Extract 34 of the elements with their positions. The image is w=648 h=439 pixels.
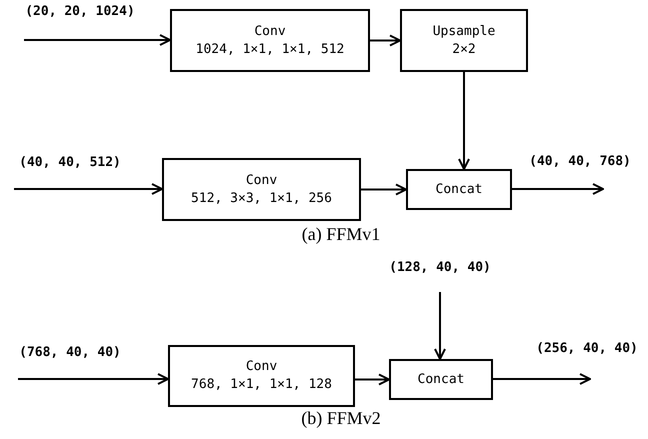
box-text: 768, 1×1, 1×1, 128 (191, 376, 332, 394)
box-text: 512, 3×3, 1×1, 256 (191, 190, 332, 208)
arrow (512, 183, 604, 195)
box-text: Conv (246, 172, 278, 190)
figure-caption: (b) FFMv2 (301, 408, 381, 429)
arrow (24, 34, 171, 46)
box-text: 1024, 1×1, 1×1, 512 (196, 40, 344, 58)
box-text: Upsample (432, 22, 496, 40)
box-text: 2×2 (452, 40, 476, 58)
arrow (493, 373, 591, 385)
edge-label: (20, 20, 1024) (25, 4, 135, 19)
edge-label: (768, 40, 40) (19, 345, 121, 360)
process-box (170, 9, 370, 72)
process-box (168, 345, 355, 407)
arrow (355, 374, 390, 386)
box-text: Concat (418, 370, 464, 388)
process-box (162, 158, 361, 221)
box-text: Conv (254, 22, 286, 40)
arrow (361, 184, 407, 196)
process-box (389, 359, 493, 400)
arrow (458, 72, 470, 170)
process-box (400, 9, 528, 72)
process-box (406, 169, 512, 210)
arrow (14, 183, 163, 195)
edge-label: (40, 40, 768) (529, 154, 631, 169)
box-text: Conv (246, 358, 278, 376)
edge-label: (40, 40, 512) (19, 155, 121, 170)
arrow (370, 34, 401, 46)
box-text: Concat (436, 180, 482, 198)
edge-label: (256, 40, 40) (536, 341, 638, 356)
figure-caption: (a) FFMv1 (302, 224, 380, 245)
arrow (434, 292, 446, 360)
edge-label: (128, 40, 40) (389, 260, 491, 275)
arrow (18, 373, 169, 385)
